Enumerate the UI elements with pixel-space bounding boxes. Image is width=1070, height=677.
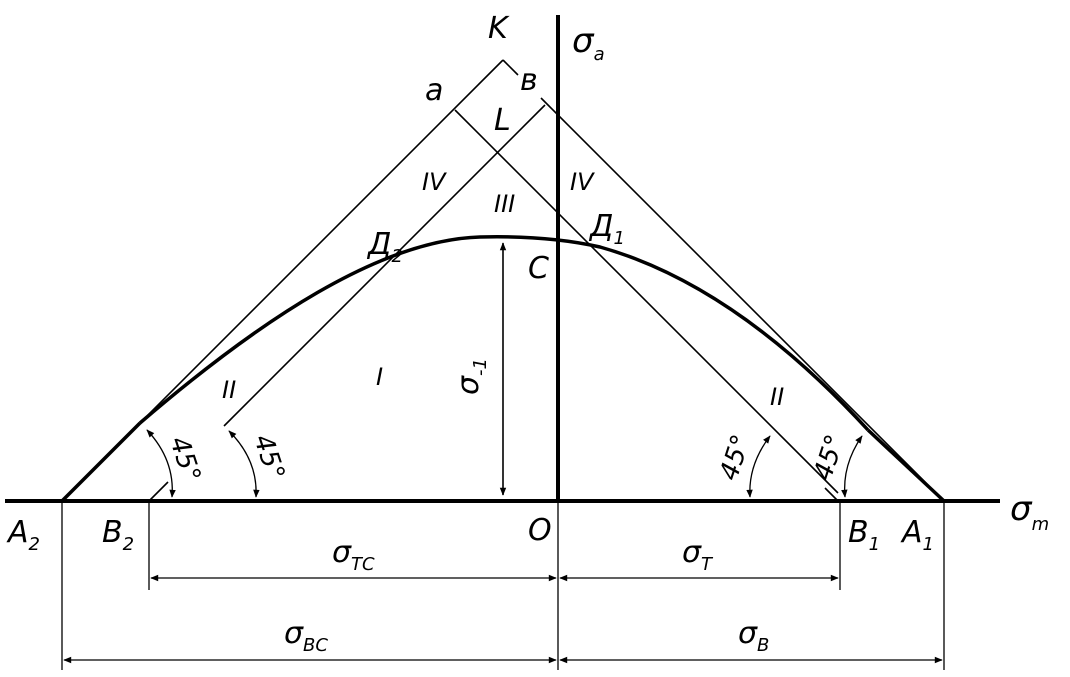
envelope-left-bottom	[60, 421, 142, 503]
sigma-b-label: σB	[738, 616, 769, 656]
limit-curve	[138, 235, 870, 432]
angle-label-4: 45°	[808, 431, 851, 484]
line-d2-b	[223, 104, 546, 427]
angle-arc-3	[746, 435, 771, 498]
angle-arc-4	[841, 435, 863, 498]
sigma-t-label: σT	[682, 535, 714, 575]
region-iv-right: IV	[570, 168, 595, 196]
line-b-a1	[540, 97, 945, 502]
point-a2-label: A2	[6, 515, 40, 555]
angle-label-3: 45°	[714, 431, 757, 484]
sigma-m-axis-label: σm	[1010, 489, 1049, 535]
region-i: I	[376, 363, 383, 391]
point-l-label: L	[494, 103, 511, 138]
point-b-label: в	[520, 63, 538, 98]
angle-arc-2	[228, 430, 260, 498]
sigma-bc-label: σBC	[284, 616, 328, 656]
point-o-label: O	[528, 513, 552, 548]
region-iv-left: IV	[422, 168, 447, 196]
angle-arc-1	[146, 429, 176, 498]
point-b2-label: B2	[102, 515, 134, 555]
sigma-a-axis-label: σa	[572, 21, 605, 65]
angle-label-2: 45°	[247, 431, 290, 484]
line-b2-b	[148, 481, 169, 502]
point-k-label: K	[488, 11, 510, 46]
envelope-right-bottom	[866, 428, 946, 503]
point-a1-label: A1	[900, 515, 934, 555]
line-a-b1	[454, 109, 839, 494]
point-b1-label: B1	[848, 515, 880, 555]
angle-label-1: 45°	[163, 433, 206, 486]
region-iii: III	[494, 190, 515, 218]
point-a-label: a	[425, 73, 443, 108]
region-ii-left: II	[222, 376, 236, 404]
sigma-minus1-label: σ-1	[451, 358, 491, 395]
line-b1-stub	[824, 487, 839, 502]
point-c-label: C	[528, 251, 549, 286]
sigma-tc-label: σTC	[332, 535, 375, 575]
point-d1-label: Д1	[588, 209, 625, 249]
point-d2-label: Д2	[366, 227, 403, 267]
line-k-b	[502, 59, 519, 76]
region-ii-right: II	[770, 383, 784, 411]
